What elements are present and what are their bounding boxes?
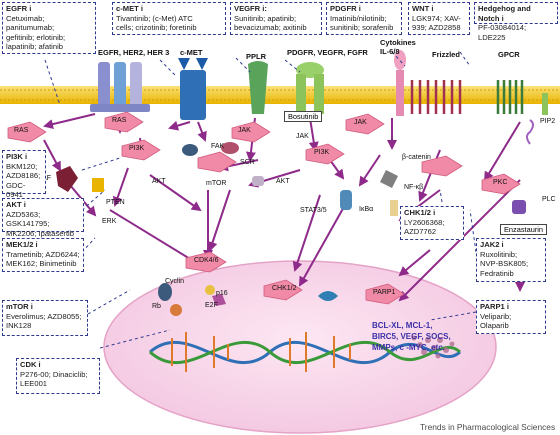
inhibitor-drugs: Trametinib; AZD6244; MEK162; Binimetinib bbox=[6, 249, 80, 269]
journal-credit: Trends in Pharmacological Sciences bbox=[420, 422, 556, 432]
inhibitor-box-parp: PARP1 i Veliparib; Olaparib bbox=[476, 300, 546, 334]
node-ras-center: RAS bbox=[112, 117, 127, 124]
node-stat: STAT3/5 bbox=[300, 207, 327, 214]
inhibitor-drugs: P276-00; Dinaciclib; LEE001 bbox=[20, 369, 88, 389]
receptor-pplr bbox=[248, 61, 268, 114]
label-cmet: c-MET bbox=[180, 48, 203, 57]
pathway-arrows bbox=[43, 113, 525, 302]
cell-membrane bbox=[0, 86, 560, 104]
inhibitor-title: AKT i bbox=[6, 200, 26, 209]
inhibitor-title: Hedgehog and Notch i bbox=[478, 4, 531, 23]
inhibitor-box-egfr: EGFR i Cetuximab; panitumumab; gefitinib… bbox=[2, 2, 96, 54]
node-p16: p16 bbox=[216, 290, 228, 297]
inhibitor-box-cdk: CDK i P276-00; Dinaciclib; LEE001 bbox=[16, 358, 100, 394]
node-cdk46: CDK4/6 bbox=[194, 257, 219, 264]
node-e2f: E2F bbox=[205, 302, 218, 309]
node-pip2: PIP2 bbox=[540, 118, 556, 125]
inhibitor-box-akt: AKT i AZD5363; GSK141795; MK2206; Ipatas… bbox=[2, 198, 84, 238]
inhibitor-drugs: Sunitinib; apatinib; bevacizumab; axitin… bbox=[234, 13, 307, 33]
inhibitor-box-hedgehog-notch: Hedgehog and Notch i PF-03084014; LDE225 bbox=[474, 2, 558, 42]
inhibitor-drugs: Everolimus; AZD8055; INK128 bbox=[6, 311, 82, 331]
node-fak: FAK bbox=[211, 143, 225, 150]
label-bosutinib: Bosutinib bbox=[284, 111, 323, 122]
inhibitor-title: CDK i bbox=[20, 360, 41, 369]
node-beta-catenin: β-catenin bbox=[402, 154, 431, 161]
receptor-frizzled bbox=[410, 80, 462, 114]
node-erk: ERK bbox=[102, 218, 117, 225]
inhibitor-drugs: Imatinib/nilotinib; sunitinib; sorafenib bbox=[330, 13, 394, 33]
inhibitor-drugs: Veliparib; Olaparib bbox=[480, 311, 512, 331]
node-pkc: PKC bbox=[493, 179, 508, 186]
label-enzastaurin: Enzastaurin bbox=[500, 224, 548, 235]
inhibitor-box-mtor: mTOR i Everolimus; AZD8055; INK128 bbox=[2, 300, 88, 336]
inhibitor-title: JAK2 i bbox=[480, 240, 504, 249]
inhibitor-leaders bbox=[44, 51, 477, 349]
node-nfkb: NF-κβ bbox=[404, 184, 424, 191]
node-chk12: CHK1/2 bbox=[272, 285, 297, 292]
receptor-cmet bbox=[178, 58, 208, 120]
node-mtor: mTOR bbox=[206, 180, 227, 187]
inhibitor-title: WNT i bbox=[412, 4, 434, 13]
inhibitor-box-cmet: c-MET i Tivantinib; (c-Met) ATC cells; c… bbox=[112, 2, 226, 35]
chromatin-cluster bbox=[411, 335, 455, 359]
node-ikba: IκBα bbox=[359, 206, 374, 213]
inhibitor-drugs: BKM120; AZD8186; GDC-0941 bbox=[6, 161, 41, 200]
inhibitor-box-jak: JAK2 i Ruxolitinib; NVP-BSK805; Fedratin… bbox=[476, 238, 546, 282]
inhibitor-title: PDGFR i bbox=[330, 4, 361, 13]
receptor-cytokine bbox=[394, 50, 406, 116]
inhibitor-box-mek: MEK1/2 i Trametinib; AZD6244; MEK162; Bi… bbox=[2, 238, 84, 272]
protein-nodes bbox=[7, 111, 521, 305]
receptor-gpcr bbox=[496, 80, 524, 114]
node-scr: SCR bbox=[240, 159, 255, 166]
inhibitor-drugs: AZD5363; GSK141795; MK2206; Ipatasertib bbox=[6, 209, 74, 238]
node-rb: Rb bbox=[152, 303, 161, 310]
node-pi3k-left: PI3K bbox=[129, 145, 145, 152]
node-jak-right: JAK bbox=[296, 133, 309, 140]
receptor-pdgfr-vegfr-fgfr bbox=[296, 62, 324, 114]
label-pdgfr-vegfr-fgfr: PDGFR, VEGFR, FGFR bbox=[287, 48, 368, 57]
inhibitor-title: CHK1/2 i bbox=[404, 208, 436, 217]
node-pten: PTEN bbox=[106, 199, 125, 206]
target-genes-list: BCL-XL, MCL-1, BIRC5, VEGF, SOCS, MMPs, … bbox=[372, 321, 451, 352]
pip2-marker bbox=[542, 93, 548, 115]
label-gpcr: GPCR bbox=[498, 50, 520, 59]
label-frizzled: Frizzled bbox=[432, 50, 460, 59]
inhibitor-title: VEGFR i: bbox=[234, 4, 267, 13]
node-parp1: PARP1 bbox=[373, 289, 396, 296]
inhibitor-title: EGFR i bbox=[6, 4, 32, 13]
node-jak-center: JAK bbox=[238, 127, 251, 134]
node-cyclin: Cyclin bbox=[165, 278, 185, 285]
inhibitor-title: PARP1 i bbox=[480, 302, 509, 311]
inhibitor-title: mTOR i bbox=[6, 302, 33, 311]
node-akt-left: AKT bbox=[152, 178, 166, 185]
inhibitor-box-pdgfr: PDGFR i Imatinib/nilotinib; sunitinib; s… bbox=[326, 2, 402, 35]
inhibitor-box-vegfr: VEGFR i: Sunitinib; apatinib; bevacizuma… bbox=[230, 2, 322, 35]
label-pplr: PPLR bbox=[246, 52, 267, 61]
node-jak-cytokine: JAK bbox=[354, 119, 367, 126]
inhibitor-drugs: Ruxolitinib; NVP-BSK805; Fedratinib bbox=[480, 249, 529, 278]
inhibitor-drugs: Tivantinib; (c-Met) ATC cells; crizotini… bbox=[116, 13, 197, 33]
inhibitor-drugs: PF-03084014; LDE225 bbox=[478, 23, 527, 42]
inhibitor-box-wnt: WNT i LGK974; XAV- 939; AZD2858 bbox=[408, 2, 470, 35]
decorative-molecules bbox=[56, 119, 534, 316]
dna-helix bbox=[148, 332, 462, 372]
label-cytokines: Cytokines IL-6/8 bbox=[380, 38, 416, 56]
inhibitor-box-chk: CHK1/2 i LY2606368; AZD7762 bbox=[400, 206, 464, 240]
inhibitor-title: MEK1/2 i bbox=[6, 240, 38, 249]
node-plc: PLC bbox=[542, 196, 556, 203]
inhibitor-drugs: LY2606368; AZD7762 bbox=[404, 217, 445, 237]
label-egfr-her: EGFR, HER2, HER 3 bbox=[98, 48, 170, 57]
node-akt-right: AKT bbox=[276, 178, 290, 185]
inhibitor-drugs: LGK974; XAV- 939; AZD2858 bbox=[412, 13, 461, 33]
node-pi3k-right: PI3K bbox=[314, 149, 330, 156]
node-ras-left: RAS bbox=[14, 127, 29, 134]
receptor-egfr-her bbox=[90, 62, 150, 112]
inhibitor-title: PI3K i bbox=[6, 152, 28, 161]
inhibitor-box-pi3k: PI3K i BKM120; AZD8186; GDC-0941 bbox=[2, 150, 46, 199]
inhibitor-title: c-MET i bbox=[116, 4, 144, 13]
inhibitor-drugs: Cetuximab; panitumumab; gefitinib; erlot… bbox=[6, 13, 66, 52]
